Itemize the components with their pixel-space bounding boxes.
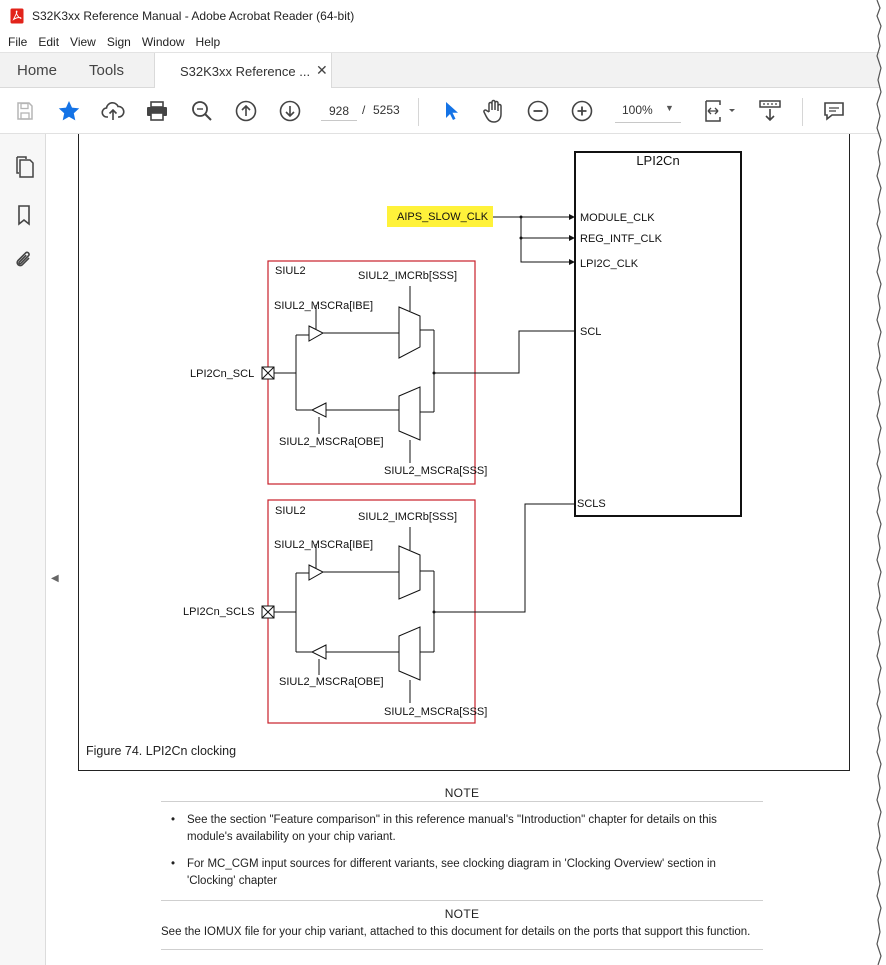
note-rule bbox=[161, 801, 763, 802]
acrobat-app-icon bbox=[10, 8, 24, 23]
note-bullet-text: See the section "Feature comparison" in … bbox=[187, 814, 717, 843]
tab-bar: Home Tools S32K3xx Reference ... ✕ bbox=[0, 52, 880, 89]
siul2-top-sss-label: SIUL2_MSCRa[SSS] bbox=[384, 465, 487, 477]
hand-pan-icon[interactable] bbox=[482, 99, 506, 123]
siul2-top-ibe-label: SIUL2_MSCRa[IBE] bbox=[274, 300, 373, 312]
page-number-input[interactable] bbox=[321, 101, 357, 121]
siul2-bottom-ibe-label: SIUL2_MSCRa[IBE] bbox=[274, 539, 373, 551]
menu-window[interactable]: Window bbox=[141, 34, 185, 49]
bullet-icon: • bbox=[171, 814, 176, 826]
siul2-top-pin-label: LPI2Cn_SCL bbox=[190, 368, 254, 380]
note-rule bbox=[161, 900, 763, 901]
zoom-in-icon[interactable] bbox=[570, 99, 594, 123]
note-bullet: • For MC_CGM input sources for different… bbox=[161, 856, 763, 890]
figure-frame bbox=[78, 134, 850, 771]
chevron-down-icon: ▼ bbox=[665, 103, 674, 113]
document-page: LPI2Cn AIPS_SLOW_CLK MODULE_CLK REG_INTF… bbox=[64, 134, 870, 965]
screenshot-torn-edge bbox=[876, 0, 882, 965]
print-icon[interactable] bbox=[145, 99, 169, 123]
toolbar-divider bbox=[802, 98, 803, 126]
bookmarks-icon[interactable] bbox=[12, 203, 36, 227]
cloud-upload-icon[interactable] bbox=[101, 99, 125, 123]
note-rule bbox=[161, 949, 763, 950]
menu-edit[interactable]: Edit bbox=[38, 34, 60, 49]
scroll-mode-icon[interactable] bbox=[758, 99, 782, 123]
collapse-sidebar-icon[interactable]: ◀ bbox=[51, 573, 59, 584]
siul2-top-obe-label: SIUL2_MSCRa[OBE] bbox=[279, 436, 384, 448]
next-page-icon[interactable] bbox=[278, 99, 302, 123]
clocking-diagram: LPI2Cn AIPS_SLOW_CLK MODULE_CLK REG_INTF… bbox=[86, 151, 742, 758]
menu-file[interactable]: File bbox=[8, 34, 28, 49]
attachments-icon[interactable] bbox=[12, 248, 36, 272]
menu-sign[interactable]: Sign bbox=[106, 34, 131, 49]
clock-source-highlight bbox=[387, 206, 493, 227]
note-title: NOTE bbox=[444, 786, 480, 800]
tab-tools[interactable]: Tools bbox=[89, 62, 125, 79]
save-icon[interactable] bbox=[13, 99, 37, 123]
select-cursor-icon[interactable] bbox=[439, 99, 463, 123]
total-pages: 5253 bbox=[373, 103, 400, 117]
menu-bar: File Edit View Sign Window Help bbox=[0, 31, 880, 52]
zoom-dropdown[interactable]: 100% ▼ bbox=[615, 99, 681, 123]
toolbar: / 5253 100% ▼ bbox=[0, 88, 880, 134]
menu-help[interactable]: Help bbox=[195, 34, 221, 49]
siul2-bottom-obe-label: SIUL2_MSCRa[OBE] bbox=[279, 676, 384, 688]
scl-port-label: SCL bbox=[580, 326, 601, 338]
zoom-out-icon[interactable] bbox=[526, 99, 550, 123]
previous-page-icon[interactable] bbox=[234, 99, 258, 123]
siul2-bottom-pin-label: LPI2Cn_SCLS bbox=[183, 606, 255, 618]
figure-caption: Figure 74. LPI2Cn clocking bbox=[86, 744, 236, 758]
tab-home[interactable]: Home bbox=[17, 62, 58, 79]
lpi2c-block-label: LPI2Cn bbox=[636, 153, 679, 168]
siul2-top-label: SIUL2 bbox=[275, 265, 306, 277]
note-block-2: NOTE See the IOMUX file for your chip va… bbox=[161, 907, 763, 950]
siul2-bottom-imcr-label: SIUL2_IMCRb[SSS] bbox=[358, 511, 457, 523]
title-bar: S32K3xx Reference Manual - Adobe Acrobat… bbox=[0, 0, 880, 31]
module-clk-label: MODULE_CLK bbox=[580, 212, 655, 224]
left-sidebar bbox=[0, 134, 46, 965]
note-bullet-text: For MC_CGM input sources for different v… bbox=[187, 858, 716, 887]
page-separator: / bbox=[362, 103, 366, 117]
tab-document[interactable]: S32K3xx Reference ... ✕ bbox=[154, 53, 332, 89]
menu-view[interactable]: View bbox=[70, 34, 96, 49]
close-tab-icon[interactable]: ✕ bbox=[316, 62, 328, 78]
bullet-icon: • bbox=[171, 858, 176, 870]
note-text: See the IOMUX file for your chip variant… bbox=[161, 926, 751, 938]
document-tab-title: S32K3xx Reference ... bbox=[180, 64, 311, 79]
lpi2c-block bbox=[574, 151, 742, 517]
window-title: S32K3xx Reference Manual - Adobe Acrobat… bbox=[32, 8, 355, 23]
siul2-bottom-sss-label: SIUL2_MSCRa[SSS] bbox=[384, 706, 487, 718]
note-bullet: • See the section "Feature comparison" i… bbox=[161, 812, 763, 846]
zoom-search-icon[interactable] bbox=[190, 99, 214, 123]
note-block-1: NOTE • See the section "Feature comparis… bbox=[161, 786, 763, 901]
comment-icon[interactable] bbox=[822, 99, 846, 123]
bookmark-star-icon[interactable] bbox=[57, 99, 81, 123]
siul2-top-imcr-label: SIUL2_IMCRb[SSS] bbox=[358, 270, 457, 282]
reg-intf-clk-label: REG_INTF_CLK bbox=[580, 233, 663, 245]
siul2-bottom-label: SIUL2 bbox=[275, 505, 306, 517]
page-thumbnails-icon[interactable] bbox=[12, 155, 36, 179]
lpi2c-clk-label: LPI2C_CLK bbox=[580, 258, 639, 270]
zoom-value: 100% bbox=[622, 103, 653, 117]
page-fit-icon[interactable] bbox=[700, 99, 740, 123]
clock-source-label: AIPS_SLOW_CLK bbox=[397, 211, 489, 223]
note-title: NOTE bbox=[444, 907, 480, 921]
toolbar-divider bbox=[418, 98, 419, 126]
scls-port-label: SCLS bbox=[577, 498, 606, 510]
